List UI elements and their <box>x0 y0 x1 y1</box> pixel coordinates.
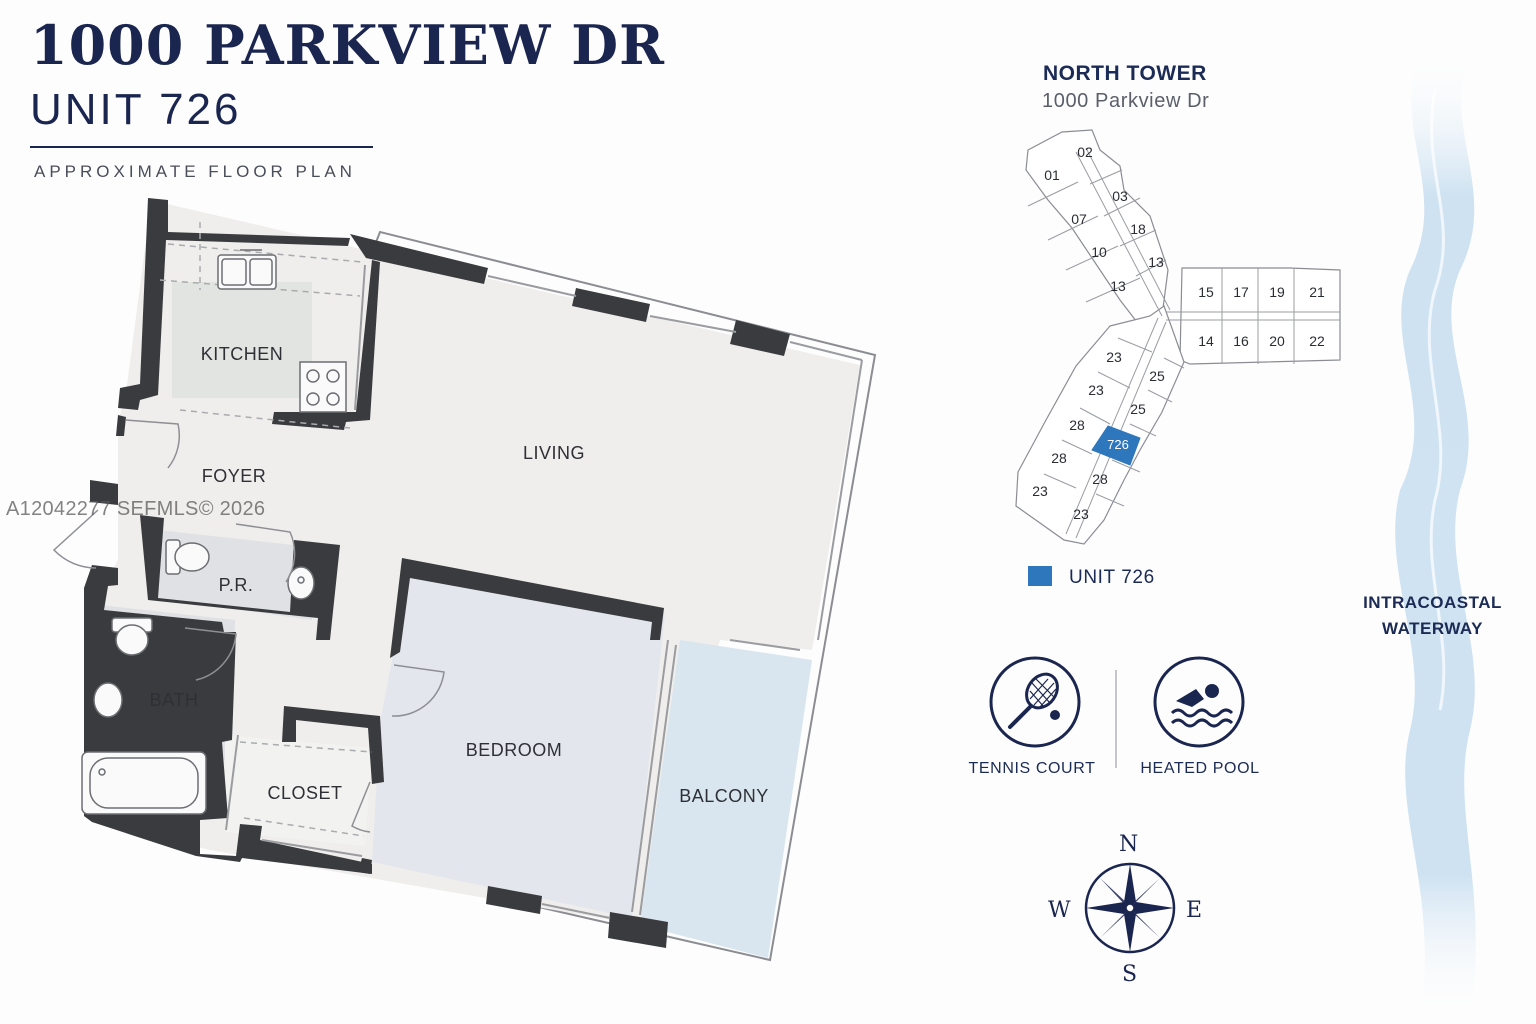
unit-label: 21 <box>1309 284 1325 300</box>
floor-plan-subtitle: APPROXIMATE FLOOR PLAN <box>34 162 356 181</box>
unit-label: 28 <box>1051 450 1067 466</box>
tower-title: NORTH TOWER <box>1043 62 1207 85</box>
unit-label: 10 <box>1091 244 1107 260</box>
unit-label: 13 <box>1110 278 1126 294</box>
unit-label: 14 <box>1198 333 1214 349</box>
unit-number: UNIT 726 <box>30 85 242 134</box>
waterway-illustration <box>1395 50 1476 1020</box>
label-bath: BATH <box>150 690 199 710</box>
balcony-area <box>640 640 812 958</box>
legend-label: UNIT 726 <box>1069 567 1155 588</box>
unit-label: 16 <box>1233 333 1249 349</box>
unit-label: 01 <box>1044 167 1060 183</box>
waterway-line1: INTRACOASTAL <box>1363 593 1502 612</box>
unit-label: 25 <box>1130 401 1146 417</box>
unit-label: 03 <box>1112 188 1128 204</box>
tower-key-plan: 01 02 03 07 18 10 13 13 15 17 19 21 14 1… <box>1015 129 1341 545</box>
unit-label-highlighted: 726 <box>1107 437 1129 452</box>
unit-label: 23 <box>1106 349 1122 365</box>
unit-label: 25 <box>1149 368 1165 384</box>
waterway-line2: WATERWAY <box>1382 619 1483 638</box>
unit-label: 23 <box>1073 506 1089 522</box>
tower-address: 1000 Parkview Dr <box>1042 90 1210 112</box>
compass-west: W <box>1048 898 1071 923</box>
unit-label: 22 <box>1309 333 1325 349</box>
amenity-pool-label: HEATED POOL <box>1140 760 1260 777</box>
floor-plan: KITCHEN FOYER LIVING P.R. BATH CLOSET BE… <box>52 198 877 962</box>
waterway-label: INTRACOASTAL WATERWAY <box>1350 590 1515 642</box>
unit-label: 20 <box>1269 333 1285 349</box>
compass-rose-icon <box>1084 862 1176 954</box>
compass-south: S <box>1122 962 1138 987</box>
label-closet: CLOSET <box>267 783 342 803</box>
tennis-racket-icon <box>989 656 1081 748</box>
unit-label: 23 <box>1088 382 1104 398</box>
unit-label: 18 <box>1130 221 1146 237</box>
label-living: LIVING <box>523 443 585 463</box>
label-balcony: BALCONY <box>679 786 769 806</box>
amenity-divider <box>1115 670 1117 768</box>
compass-east: E <box>1186 898 1203 923</box>
unit-label: 17 <box>1233 284 1249 300</box>
unit-label: 28 <box>1069 417 1085 433</box>
label-kitchen: KITCHEN <box>201 344 284 364</box>
unit-label: 28 <box>1092 471 1108 487</box>
property-title: 1000 PARKVIEW DR <box>30 13 665 77</box>
title-divider <box>30 146 373 148</box>
unit-label: 23 <box>1032 483 1048 499</box>
closet-area <box>225 735 372 846</box>
unit-label: 15 <box>1198 284 1214 300</box>
amenity-tennis-label: TENNIS COURT <box>968 760 1096 777</box>
label-bedroom: BEDROOM <box>466 740 563 760</box>
bedroom-area <box>372 565 665 918</box>
highlighted-unit <box>1091 425 1141 466</box>
label-powder-room: P.R. <box>219 575 254 595</box>
swimmer-icon <box>1153 656 1245 748</box>
unit-label: 19 <box>1269 284 1285 300</box>
unit-label: 02 <box>1077 144 1093 160</box>
compass-north: N <box>1119 832 1139 857</box>
kitchen-area <box>172 282 312 398</box>
mls-watermark: A12042277 SEFMLS© 2026 <box>6 498 266 520</box>
unit-label: 13 <box>1148 254 1164 270</box>
label-foyer: FOYER <box>202 466 267 486</box>
legend-swatch <box>1028 566 1052 586</box>
unit-label: 07 <box>1071 211 1087 227</box>
